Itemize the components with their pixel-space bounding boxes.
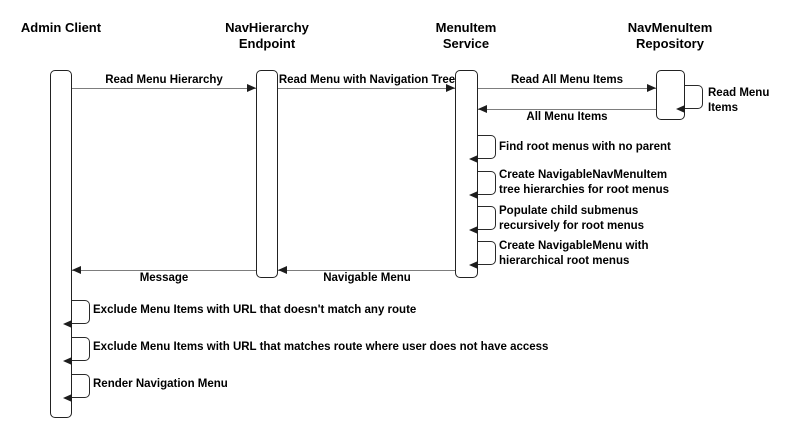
self-populate-child-submenus-arrowhead	[469, 225, 478, 234]
msg-all-menu-items-line	[478, 109, 656, 111]
self-populate-child-submenus-label: Populate child submenus recursively for …	[499, 205, 645, 232]
msg-message-label: Message	[139, 272, 189, 284]
msg-navigable-menu-arrowhead	[278, 266, 287, 275]
self-create-navigable-navmenuitem-tree-label: Create NavigableNavMenuItem tree hierarc…	[499, 169, 669, 196]
msg-read-menu-hierarchy-label: Read Menu Hierarchy	[105, 74, 223, 86]
msg-navigable-menu-label: Navigable Menu	[323, 272, 411, 284]
msg-read-menu-hierarchy-line	[72, 88, 256, 90]
activation-admin-client	[50, 70, 72, 418]
self-find-root-menus-arrowhead	[469, 154, 478, 163]
self-exclude-no-access-label: Exclude Menu Items with URL that matches…	[93, 341, 549, 353]
self-render-navigation-menu-arrowhead	[63, 393, 72, 402]
msg-message-line	[72, 270, 256, 272]
self-exclude-no-access-arrowhead	[63, 356, 72, 365]
self-create-navigable-navmenuitem-tree-arrowhead	[469, 190, 478, 199]
self-create-navigablemenu-label: Create NavigableMenu with hierarchical r…	[499, 240, 649, 267]
self-exclude-no-route-match-loop	[72, 300, 90, 324]
self-render-navigation-menu-loop	[72, 374, 90, 398]
self-read-menu-items-loop	[685, 85, 703, 109]
msg-read-menu-with-navigation-tree-line	[278, 88, 455, 90]
msg-message-arrowhead	[72, 266, 81, 275]
self-create-navigablemenu-loop	[478, 241, 496, 265]
self-exclude-no-route-match-arrowhead	[63, 319, 72, 328]
self-render-navigation-menu-label: Render Navigation Menu	[93, 378, 228, 390]
msg-navigable-menu-line	[278, 270, 455, 272]
self-find-root-menus-loop	[478, 135, 496, 159]
participant-header-navhierarchy-endpoint: NavHierarchy Endpoint	[225, 20, 309, 51]
self-populate-child-submenus-loop	[478, 206, 496, 230]
msg-read-all-menu-items-arrowhead	[647, 84, 656, 93]
msg-read-all-menu-items-label: Read All Menu Items	[510, 74, 624, 86]
msg-read-menu-with-navigation-tree-arrowhead	[446, 84, 455, 93]
participant-header-admin-client: Admin Client	[20, 20, 102, 35]
activation-menuitem-service	[455, 70, 478, 278]
self-find-root-menus-label: Find root menus with no parent	[499, 141, 671, 153]
self-read-menu-items-arrowhead	[676, 104, 685, 113]
msg-all-menu-items-arrowhead	[478, 105, 487, 114]
self-exclude-no-access-loop	[72, 337, 90, 361]
participant-header-navmenuitem-repository: NavMenuItem Repository	[627, 20, 713, 51]
self-read-menu-items-label: Read Menu Items	[708, 87, 770, 114]
activation-navhierarchy-endpoint	[256, 70, 278, 278]
msg-read-menu-with-navigation-tree-label: Read Menu with Navigation Tree	[278, 74, 456, 86]
self-create-navigable-navmenuitem-tree-loop	[478, 171, 496, 195]
self-exclude-no-route-match-label: Exclude Menu Items with URL that doesn't…	[93, 304, 417, 316]
self-create-navigablemenu-arrowhead	[469, 260, 478, 269]
msg-all-menu-items-label: All Menu Items	[526, 111, 608, 123]
msg-read-all-menu-items-line	[478, 88, 656, 90]
participant-header-menuitem-service: MenuItem Service	[435, 20, 497, 51]
msg-read-menu-hierarchy-arrowhead	[247, 84, 256, 93]
activation-navmenuitem-repository	[656, 70, 685, 120]
